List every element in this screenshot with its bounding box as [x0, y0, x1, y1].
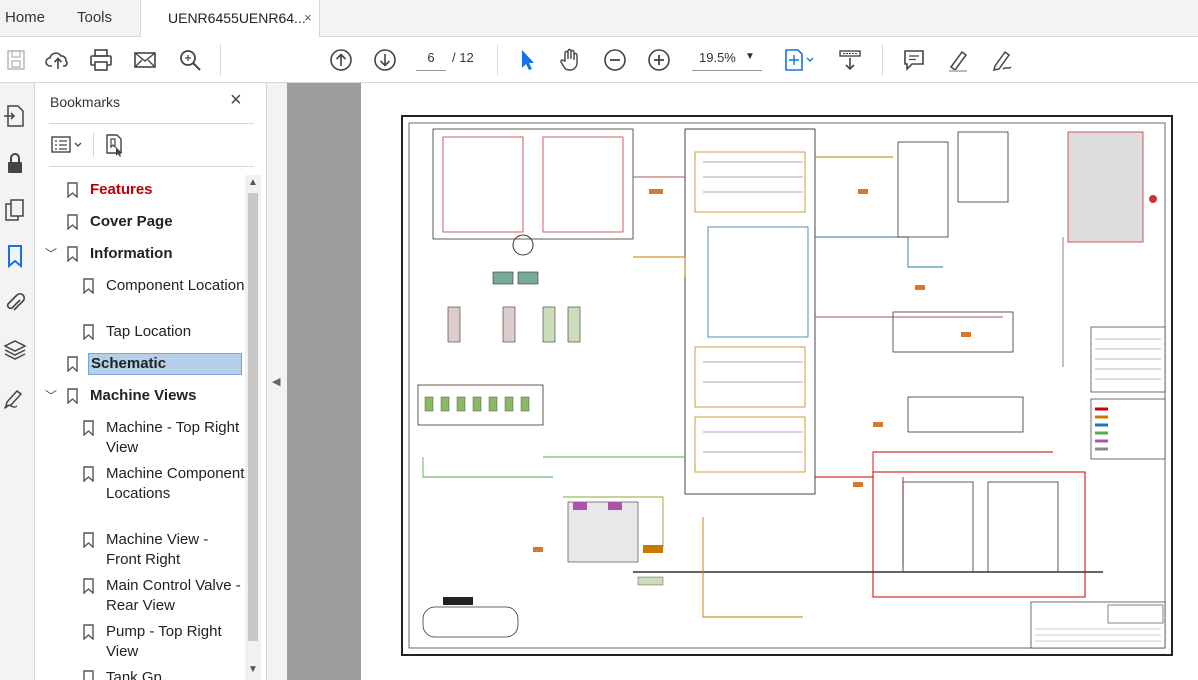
zoom-value: 19.5% [699, 50, 736, 65]
left-rail [0, 83, 35, 680]
bookmark-ribbon-icon [83, 532, 94, 548]
zoom-out-icon[interactable] [602, 47, 628, 73]
attachment-icon[interactable] [2, 290, 28, 316]
fit-page-icon[interactable] [782, 47, 818, 73]
close-tab-icon[interactable]: × [304, 10, 312, 25]
scroll-mode-icon[interactable] [837, 47, 863, 73]
chevron-down-icon[interactable]: ﹀ [45, 247, 58, 261]
schematic-graphic [408, 122, 1166, 649]
export-pdf-icon[interactable] [2, 103, 28, 129]
prev-page-icon[interactable] [328, 47, 354, 73]
tab-tools[interactable]: Tools [77, 9, 113, 26]
comment-icon[interactable] [901, 47, 927, 73]
bookmark-ribbon-icon [83, 420, 94, 436]
bookmark-ribbon-icon [67, 356, 78, 372]
tab-bar: Home Tools UENR6455UENR64... × [0, 0, 1198, 37]
bookmark-ribbon-icon [83, 324, 94, 340]
document-viewer[interactable] [287, 83, 1198, 680]
bookmark-list: Features Cover Page ﹀ Information Compon… [35, 175, 245, 680]
panel-collapse-handle[interactable]: ◀ [266, 83, 288, 680]
close-panel-icon[interactable]: × [230, 89, 242, 111]
highlight-icon[interactable] [945, 47, 971, 73]
scroll-down-icon[interactable]: ▼ [248, 664, 258, 675]
layers-icon[interactable] [2, 337, 28, 363]
bookmark-ribbon-icon [67, 214, 78, 230]
upload-icon[interactable] [45, 47, 71, 73]
bookmark-options-icon[interactable] [51, 136, 87, 154]
bookmarks-scrollbar[interactable]: ▲ ▼ [245, 175, 261, 680]
zoom-in-icon[interactable] [646, 47, 672, 73]
new-bookmark-icon[interactable] [103, 133, 127, 157]
bookmark-icon[interactable] [2, 243, 28, 269]
next-page-icon[interactable] [372, 47, 398, 73]
bookmark-ribbon-icon [67, 246, 78, 262]
tab-document[interactable]: UENR6455UENR64... × [140, 0, 320, 37]
hydraulic-schematic-drawing [401, 115, 1173, 656]
tab-home[interactable]: Home [5, 9, 46, 26]
chevron-down-icon[interactable]: ﹀ [45, 389, 58, 403]
bookmark-ribbon-icon [83, 624, 94, 640]
hand-tool-icon[interactable] [557, 47, 583, 73]
print-icon[interactable] [88, 47, 114, 73]
bookmark-ribbon-icon [83, 466, 94, 482]
chevron-down-icon: ▼ [745, 51, 755, 62]
bookmark-ribbon-icon [67, 182, 78, 198]
bookmark-ribbon-icon [83, 278, 94, 294]
tab-document-title: UENR6455UENR64... [168, 10, 306, 26]
select-tool-icon[interactable] [514, 47, 540, 73]
bookmarks-title: Bookmarks [50, 94, 121, 110]
scrollbar-thumb[interactable] [248, 193, 258, 641]
page-total: / 12 [452, 50, 474, 65]
find-icon[interactable] [177, 47, 203, 73]
mail-icon[interactable] [132, 47, 158, 73]
toolbar: 6 / 12 19.5% ▼ [0, 37, 1198, 83]
signature-icon[interactable] [2, 385, 28, 411]
collapse-arrow-icon: ◀ [272, 376, 281, 388]
bookmark-ribbon-icon [83, 578, 94, 594]
zoom-select[interactable]: 19.5% ▼ [692, 46, 762, 71]
page-number-input[interactable]: 6 [416, 46, 446, 71]
bookmark-ribbon-icon [83, 670, 94, 680]
scroll-up-icon[interactable]: ▲ [248, 177, 258, 188]
bookmark-ribbon-icon [67, 388, 78, 404]
pages-icon[interactable] [2, 197, 28, 223]
bookmarks-panel: Bookmarks × Features Cover Page ﹀ Inform… [35, 83, 266, 680]
sign-icon[interactable] [989, 47, 1015, 73]
pdf-page [361, 83, 1198, 680]
lock-icon[interactable] [2, 150, 28, 176]
save-icon[interactable] [4, 47, 30, 73]
